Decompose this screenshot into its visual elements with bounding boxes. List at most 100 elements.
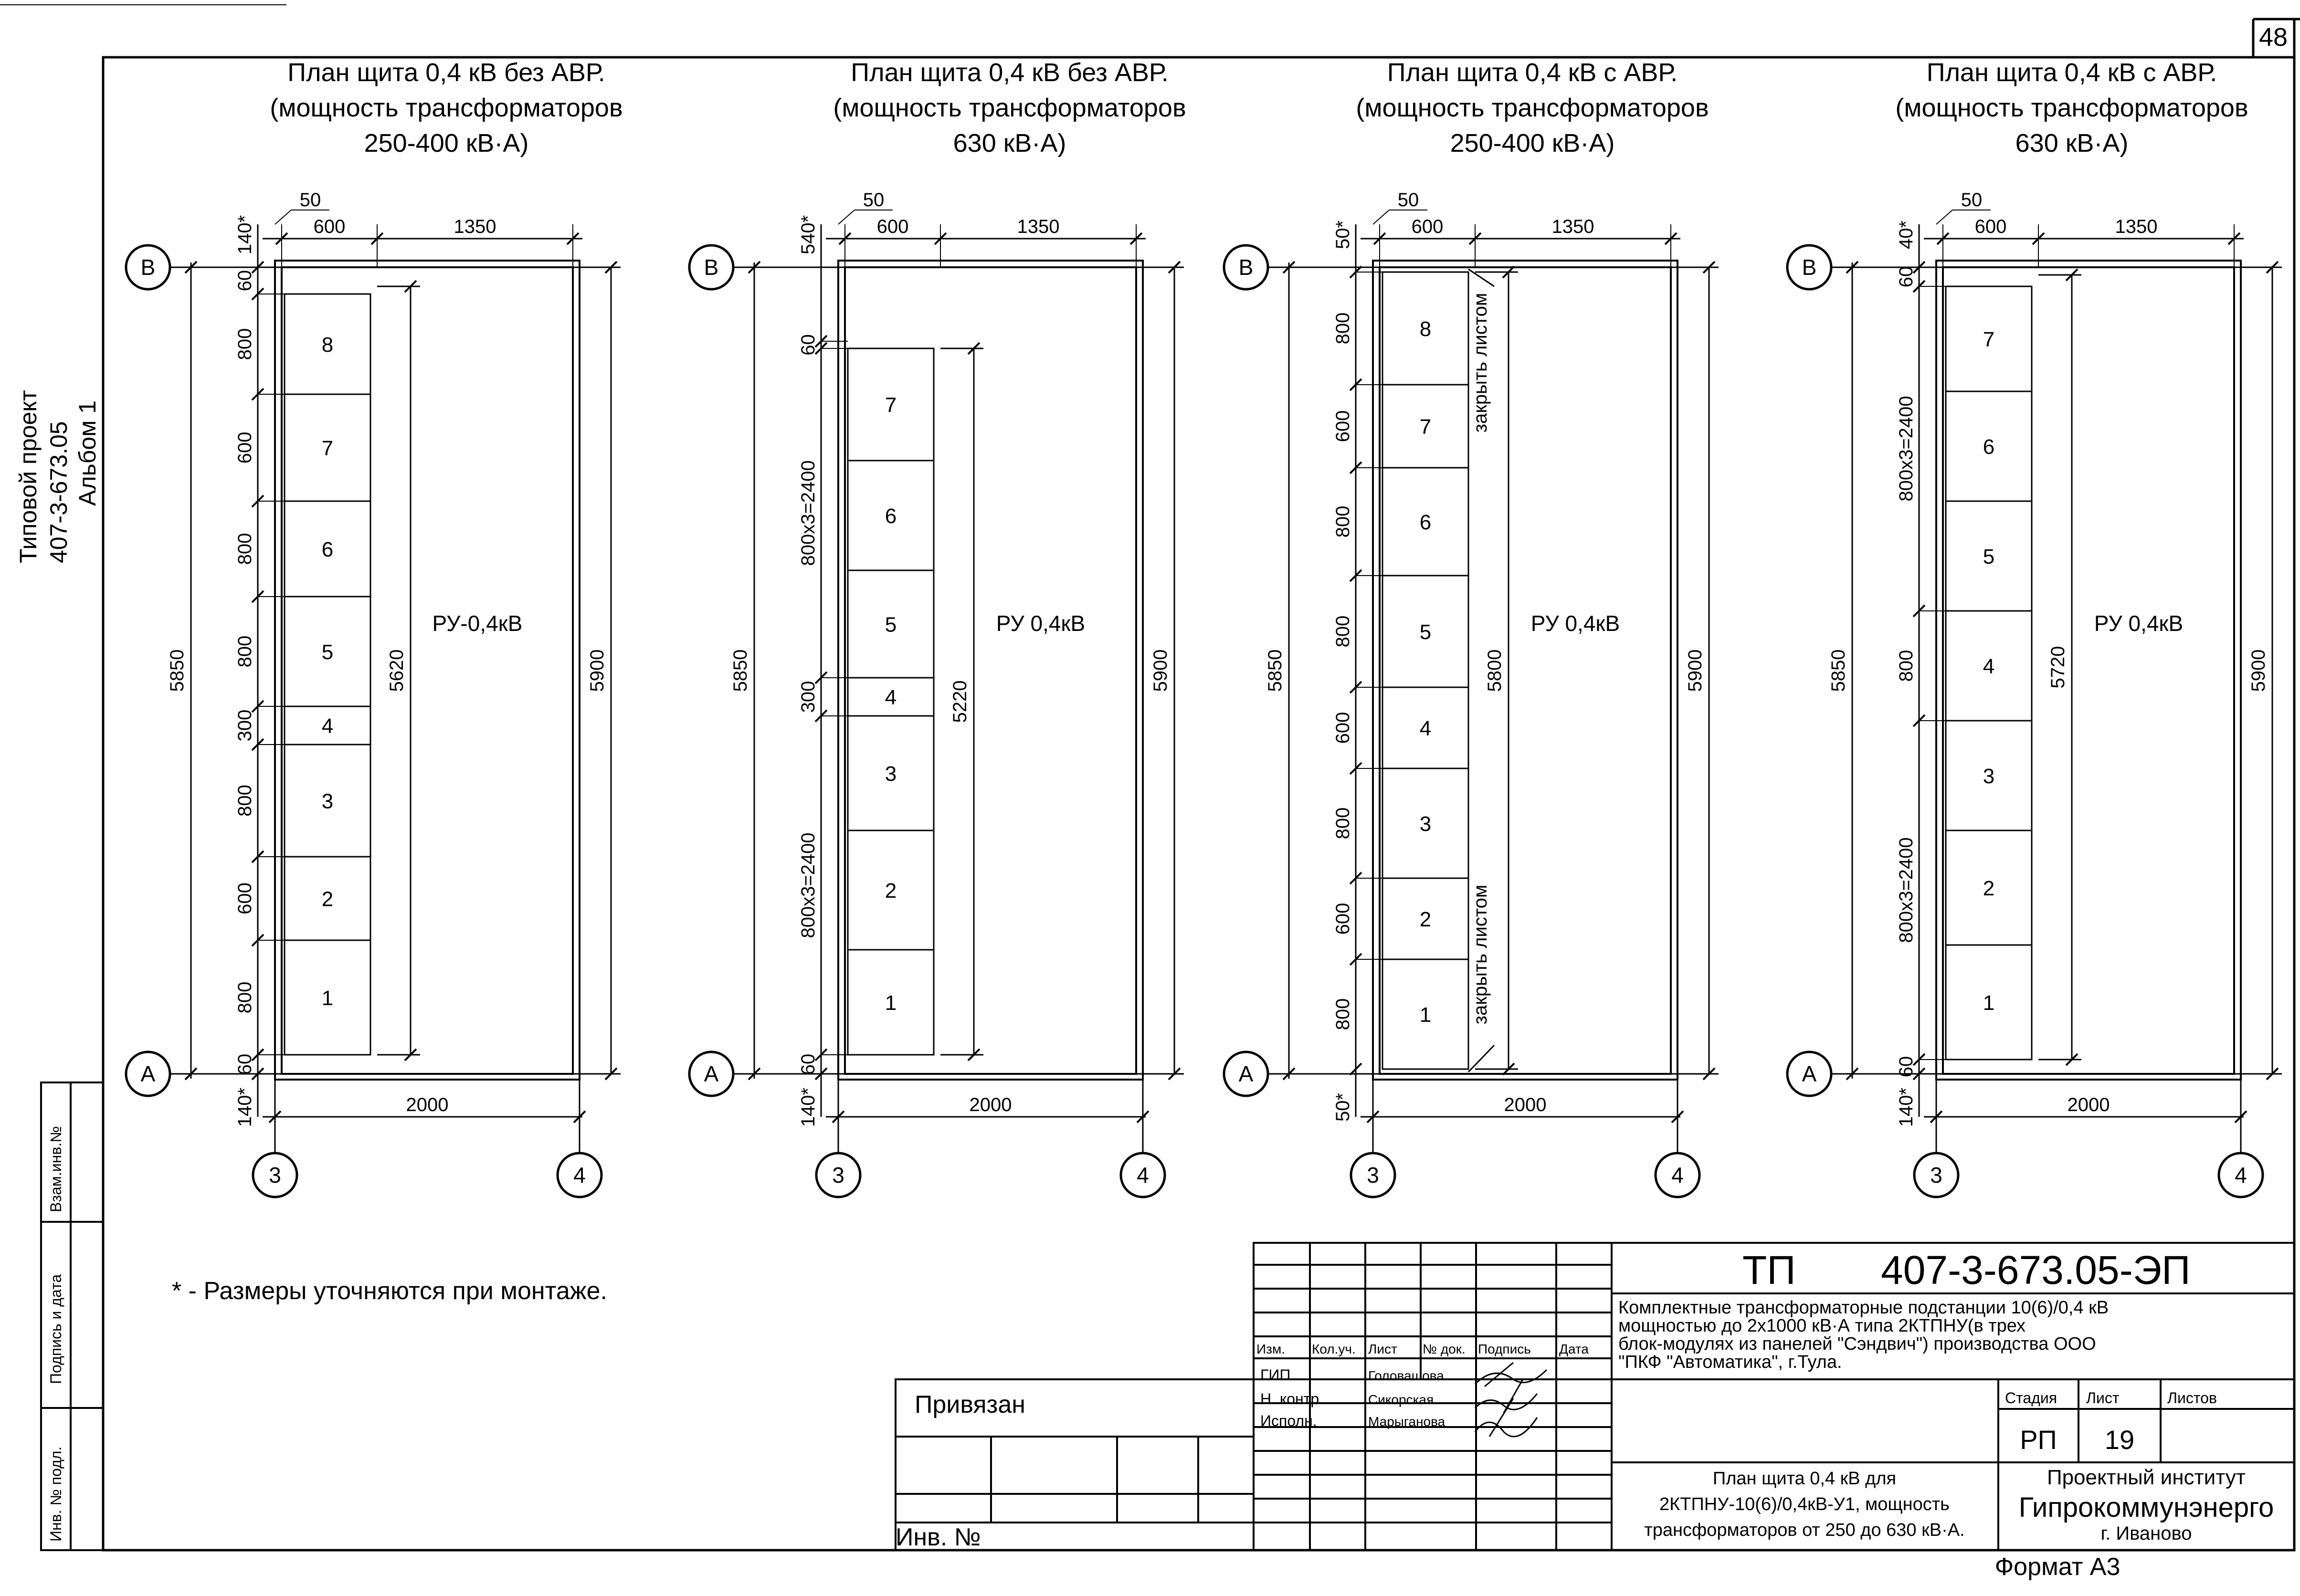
inner-dimension: 5800 [1484, 650, 1505, 692]
top-gap-dimension: 50 [1961, 189, 1983, 210]
bottom-width-dimension: 2000 [1504, 1094, 1547, 1115]
svg-text:Типовой проект: Типовой проект [15, 390, 42, 563]
top-dim-rest: 1350 [1017, 216, 1060, 237]
margin-stamp [40, 1082, 104, 1551]
edge-top-dimension: 140* [234, 215, 255, 254]
bottom-width-dimension: 2000 [970, 1094, 1012, 1115]
description-line-3: блок-модулях из панелей "Сэндвич") произ… [1618, 1334, 2096, 1354]
svg-text:407-3-673.05: 407-3-673.05 [45, 421, 72, 563]
cell-dimension: 800 [234, 982, 255, 1014]
axis-bubble [1223, 1050, 1269, 1097]
axis-bubble [556, 1152, 603, 1198]
dim-tick [404, 280, 417, 293]
dim-tick [275, 232, 288, 245]
dim-tick [838, 232, 852, 245]
axis-bubble [688, 244, 735, 291]
drawing-name-line-3: трансформаторов от 250 до 630 кВ·А. [1644, 1520, 1964, 1540]
cell-dimension: 800x3=2400 [798, 460, 819, 566]
panel-title-line: (мощность трансформаторов [270, 94, 622, 122]
cabinet-number: 3 [885, 762, 897, 786]
dim-tick [2032, 232, 2045, 245]
note-close-top: закрыть листом [1470, 293, 1491, 433]
cabinet-number: 5 [322, 640, 333, 664]
cell-dimension: 600 [1332, 410, 1353, 442]
name-nkontr: Сикорская [1368, 1392, 1434, 1407]
bottom-width-dimension: 2000 [406, 1094, 449, 1115]
org-line-1: Проектный институт [2047, 1466, 2246, 1489]
top-dim-rest: 1350 [454, 216, 496, 237]
dim-tick [1664, 232, 1678, 245]
signatures [1474, 1362, 1548, 1438]
stamp-inv: Инв. № подл. [47, 1447, 64, 1542]
panel-title-line: 630 кВ·А) [953, 129, 1066, 158]
dim-tick [1129, 232, 1143, 245]
cabinet-number: 3 [1420, 812, 1431, 836]
sheet-value: 19 [2105, 1425, 2134, 1455]
dim-tick [1349, 1062, 1362, 1076]
dim-tick [1936, 232, 1950, 245]
dim-tick [566, 232, 580, 245]
ru-label: РУ 0,4кВ [996, 611, 1085, 636]
axis-label: 4 [1137, 1163, 1149, 1187]
inner-dimension: 5720 [2047, 646, 2068, 689]
dim-tick [1468, 232, 1482, 245]
axis-label: 4 [573, 1163, 586, 1187]
drawing-code: 407-3-673.05-ЭП [1881, 1248, 2190, 1292]
panel-3: План щита 0,4 кВ с АВР.(мощность трансфо… [1223, 58, 1719, 1198]
cell-dimension: 800 [1332, 313, 1353, 345]
inner-wall [281, 266, 574, 1075]
cabinet-number: 5 [885, 613, 897, 637]
dim-tick [370, 232, 384, 245]
cell-dimension: 800x3=2400 [1896, 396, 1917, 501]
edge-top-dimension: 540* [798, 215, 819, 254]
cell-dimension: 300 [798, 681, 819, 713]
axis-label: 3 [269, 1163, 281, 1187]
cell-dimension: 800 [234, 785, 255, 817]
overall-right-dimension: 5900 [587, 650, 608, 692]
bound-label: Привязан [915, 1391, 1025, 1418]
edge-top-dimension: 40* [1896, 220, 1917, 249]
cabinet-number: 3 [1983, 765, 1994, 788]
role-nkontr: Н. контр. [1260, 1390, 1323, 1407]
axis-label: В [1802, 255, 1817, 280]
bottom-width-dimension: 2000 [2068, 1094, 2110, 1115]
footnote: * - Размеры уточняются при монтаже. [172, 1277, 607, 1305]
axis-bubble [1350, 1152, 1396, 1198]
panel-title-line: 250-400 кВ·А) [1450, 129, 1615, 158]
cell-dimension: 300 [234, 710, 255, 742]
cabinet-number: 4 [1983, 655, 1994, 678]
top-dim-rest: 1350 [1552, 216, 1594, 237]
overall-left-dimension: 5850 [730, 650, 751, 692]
panel-title-line: (мощность трансформаторов [833, 94, 1186, 122]
cell-dimension: 600 [234, 882, 255, 914]
dim-tick [967, 342, 981, 355]
axis-bubble [1913, 1152, 1960, 1198]
axis-label: А [704, 1061, 719, 1086]
tb-header-4: Подпись [1478, 1342, 1531, 1356]
inner-wall [1379, 266, 1672, 1075]
cabinet-number: 2 [1420, 908, 1431, 931]
panel-1: План щита 0,4 кВ без АВР. (мощность транс… [125, 58, 623, 1198]
panel-4: План щита 0,4 кВ с АВР.(мощность трансфо… [1786, 58, 2282, 1198]
page-number: 48 [2259, 23, 2288, 52]
panel-title-line: 250-400 кВ·А) [364, 129, 529, 158]
cabinet-number: 1 [885, 991, 897, 1015]
note-close-bottom: закрыть листом [1470, 885, 1491, 1025]
stamp-podpis: Подпись и дата [47, 1274, 64, 1384]
inner-dimension: 5620 [386, 650, 407, 692]
dim-tick [967, 1048, 981, 1061]
top-gap-dimension: 50 [1398, 189, 1419, 210]
axis-bubble [815, 1152, 862, 1198]
cabinet-number: 2 [1983, 877, 1994, 900]
cabinet-number: 6 [885, 504, 897, 528]
panel-title-line: План щита 0,4 кВ без АВР. [287, 58, 605, 87]
axis-label: 4 [2235, 1163, 2247, 1187]
cabinet-number: 8 [1420, 317, 1431, 341]
edge-bottom-dimension: 50* [1332, 1093, 1353, 1122]
tb-header-5: Дата [1559, 1342, 1589, 1356]
overall-right-dimension: 5900 [1150, 650, 1171, 692]
cell-dimension: 800 [234, 328, 255, 360]
cell-dimension: 800 [1896, 650, 1917, 682]
top-dim-cabinet: 600 [1412, 216, 1444, 237]
